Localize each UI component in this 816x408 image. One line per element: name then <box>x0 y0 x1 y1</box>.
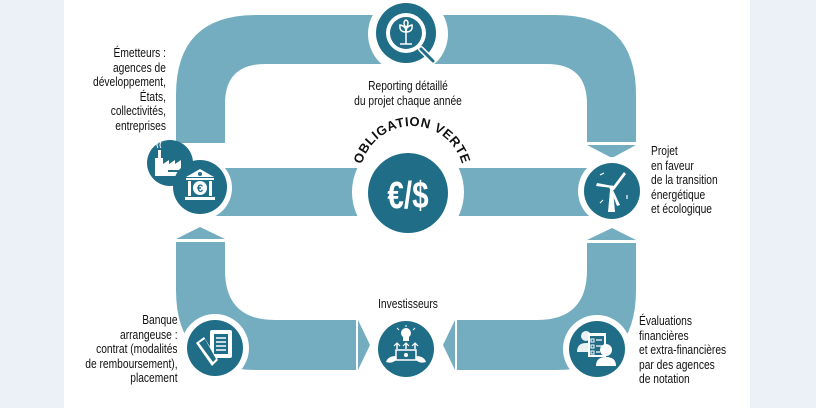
banque-line: de remboursement), <box>85 356 178 371</box>
emetteurs-line: entreprises <box>115 118 166 133</box>
banque-line: arrangeuse : <box>120 327 178 342</box>
green-bond-center: €/$ OBLIGATION VERTE <box>350 114 473 248</box>
emetteurs-icons: € <box>147 140 232 220</box>
projet-label: Projet en faveur de la transition énergé… <box>651 144 718 217</box>
evaluations-line: de notation <box>639 372 690 386</box>
projet-line: et écologique <box>651 202 712 216</box>
banque-line: Banque <box>142 313 178 327</box>
investisseurs-label: Investisseurs <box>352 297 464 312</box>
svg-text:€: € <box>197 183 203 195</box>
emetteurs-line: collectivités, <box>110 104 166 118</box>
top-flow-band <box>176 15 636 158</box>
projet-line: en faveur <box>651 158 694 173</box>
evaluations-label: Évaluations financières et extra-financi… <box>639 314 726 387</box>
emetteurs-line: États, <box>139 89 166 104</box>
banque-line: contrat (modalités <box>96 342 178 356</box>
bank-euro-icon: € <box>173 160 227 214</box>
projet-line: de la transition <box>651 173 718 187</box>
evaluations-line: et extra-financières <box>639 343 727 357</box>
investors-money-idea-icon <box>373 316 439 382</box>
emetteurs-line: développement, <box>93 75 166 89</box>
rating-agency-checklist-icon <box>563 315 631 383</box>
reporting-line: Reporting détaillé <box>368 79 448 93</box>
wind-turbine-icon <box>578 157 646 225</box>
evaluations-line: par des agences <box>639 357 715 372</box>
emetteurs-line: Émetteurs : <box>113 46 166 60</box>
banque-line: placement <box>130 371 178 385</box>
contract-pen-icon <box>181 314 249 382</box>
projet-line: énergétique <box>651 187 706 202</box>
magnifier-plant-icon <box>368 0 448 74</box>
projet-line: Projet <box>651 144 678 158</box>
emetteurs-line: agences de <box>112 60 166 75</box>
evaluations-line: Évaluations <box>639 314 692 328</box>
investisseurs-line: Investisseurs <box>378 297 438 311</box>
emetteurs-label: Émetteurs : agences de développement, Ét… <box>93 46 166 133</box>
reporting-label: Reporting détaillé du projet chaque anné… <box>326 79 490 108</box>
banque-label: Banque arrangeuse : contrat (modalités d… <box>86 313 178 386</box>
currency-symbol: €/$ <box>387 175 428 217</box>
reporting-line: du projet chaque année <box>354 93 462 108</box>
evaluations-line: financières <box>639 328 689 343</box>
